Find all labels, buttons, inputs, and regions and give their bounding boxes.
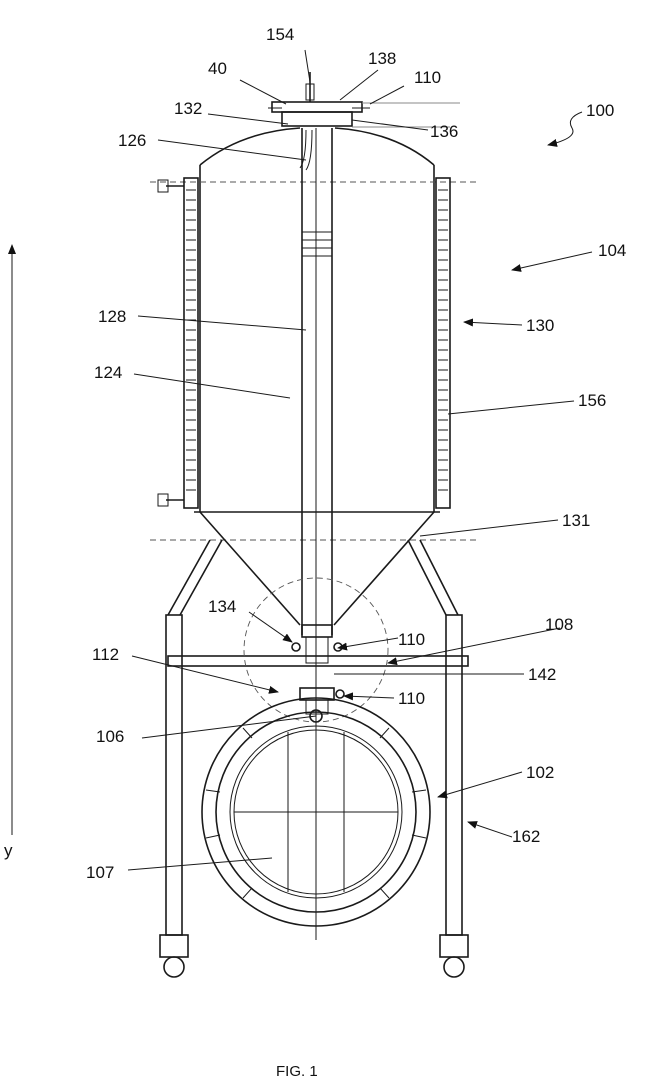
label-162: 162: [512, 827, 540, 846]
label-102: 102: [526, 763, 554, 782]
label-138: 138: [368, 49, 396, 68]
label-130: 130: [526, 316, 554, 335]
label-136: 136: [430, 122, 458, 141]
label-156: 156: [578, 391, 606, 410]
label-142: 142: [528, 665, 556, 684]
label-40: 40: [208, 59, 227, 78]
y-axis-label: y: [4, 841, 13, 860]
upper-vessel: [150, 128, 480, 625]
label-112: 112: [92, 645, 119, 664]
label-134: 134: [208, 597, 236, 616]
label-106: 106: [96, 727, 124, 746]
label-110-low: 110: [398, 689, 425, 708]
figure-caption: FIG. 1: [276, 1063, 318, 1080]
label-128: 128: [98, 307, 126, 326]
label-131: 131: [562, 511, 590, 530]
label-154: 154: [266, 25, 294, 44]
label-126: 126: [118, 131, 146, 150]
label-110-mid: 110: [398, 630, 425, 649]
cooling-jacket-left: [158, 178, 198, 508]
label-108: 108: [545, 615, 573, 634]
central-tube: [300, 128, 332, 940]
label-100: 100: [586, 101, 614, 120]
label-124: 124: [94, 363, 122, 382]
label-110-top: 110: [414, 68, 441, 87]
cooling-jacket-right: [436, 178, 450, 508]
label-132: 132: [174, 99, 202, 118]
label-107: 107: [86, 863, 114, 882]
label-104: 104: [598, 241, 626, 260]
